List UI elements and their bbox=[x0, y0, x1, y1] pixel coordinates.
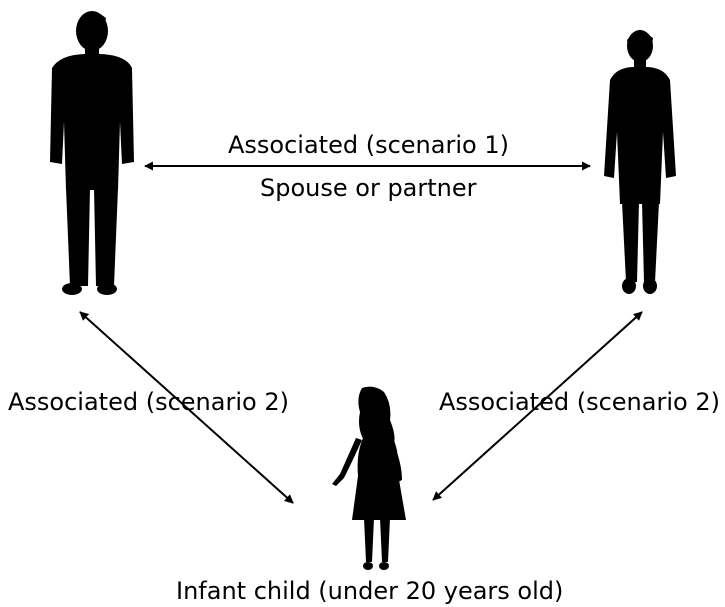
left-parent-relation-label: Associated (scenario 2) bbox=[8, 388, 289, 416]
child-caption: Infant child (under 20 years old) bbox=[176, 577, 564, 605]
spouse-relation-type-label: Spouse or partner bbox=[260, 174, 477, 202]
spouse-relation-scenario-label: Associated (scenario 1) bbox=[228, 131, 509, 159]
left-man-silhouette-icon bbox=[50, 11, 134, 295]
right-parent-relation-label: Associated (scenario 2) bbox=[439, 388, 720, 416]
left-parent-child-arrow bbox=[79, 311, 294, 504]
right-man-silhouette-icon bbox=[604, 30, 676, 294]
right-parent-child-arrow bbox=[432, 311, 643, 501]
girl-silhouette-icon bbox=[332, 386, 406, 570]
